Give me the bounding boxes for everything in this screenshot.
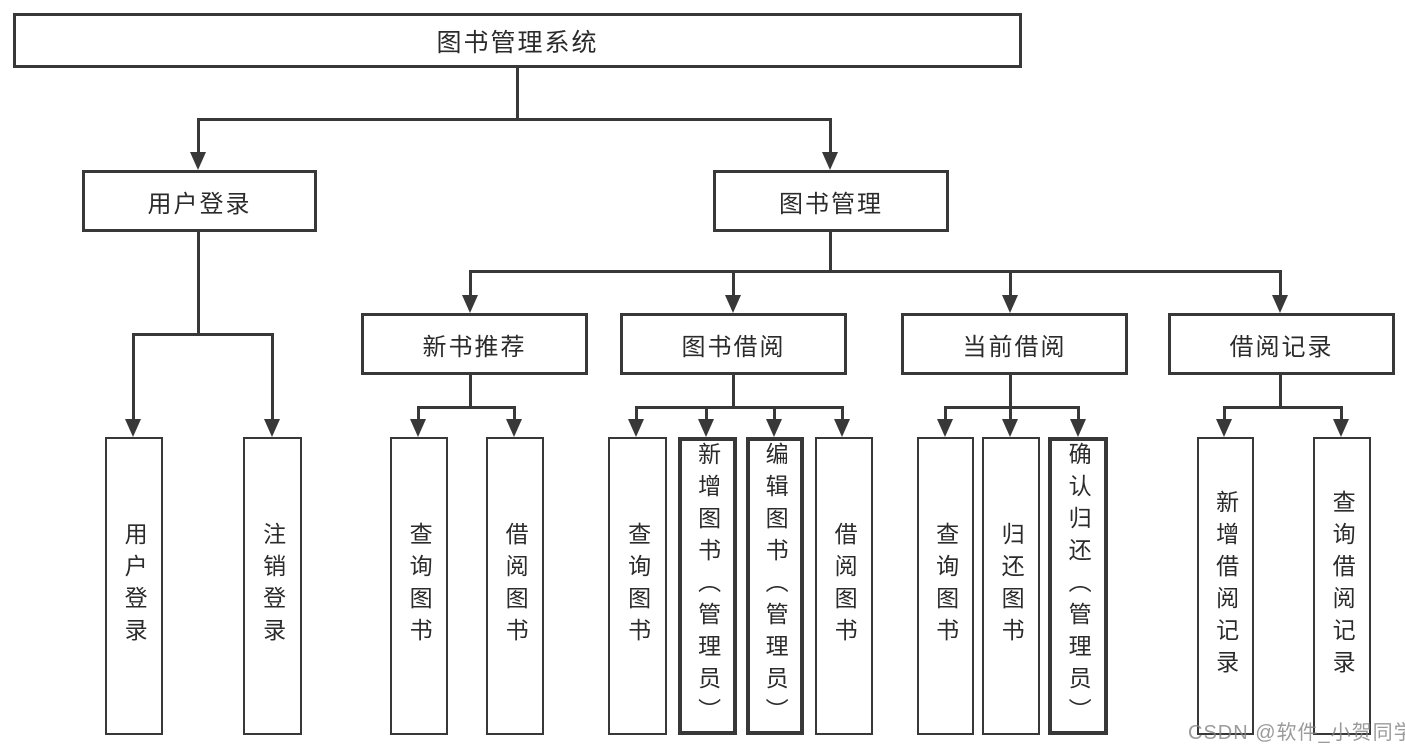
node-label: 编辑图书（管理员） bbox=[762, 442, 789, 730]
node-label: 用户登录 bbox=[121, 522, 148, 650]
node-label: 当前借阅 bbox=[962, 333, 1067, 361]
leaf-logout: 注销登录 bbox=[243, 437, 302, 735]
node-label: 借阅记录 bbox=[1229, 333, 1334, 361]
edge-arrowhead-icon bbox=[410, 419, 426, 437]
node-label: 图书管理 bbox=[779, 190, 883, 218]
leaf-query-book-3: 查询图书 bbox=[917, 437, 974, 735]
node-label: 新增借阅记录 bbox=[1212, 490, 1239, 682]
edge-line bbox=[197, 118, 832, 121]
node-label: 图书管理系统 bbox=[436, 28, 599, 57]
edge-arrowhead-icon bbox=[190, 152, 206, 170]
edge-line bbox=[1223, 406, 1226, 421]
node-label: 确认归还（管理员） bbox=[1065, 442, 1092, 730]
node-label: 借阅图书 bbox=[502, 522, 529, 650]
edge-line bbox=[417, 406, 420, 421]
edge-line bbox=[132, 333, 135, 420]
edge-arrowhead-icon bbox=[628, 419, 644, 437]
edge-arrowhead-icon bbox=[1333, 419, 1349, 437]
edge-line bbox=[829, 232, 832, 273]
edge-line bbox=[469, 375, 472, 409]
edge-arrowhead-icon bbox=[264, 419, 280, 437]
edge-line bbox=[705, 406, 708, 421]
leaf-user-login: 用户登录 bbox=[105, 437, 163, 735]
node-book-borrow: 图书借阅 bbox=[620, 313, 847, 375]
edge-line bbox=[513, 406, 516, 421]
edge-line bbox=[1009, 406, 1012, 421]
edge-arrowhead-icon bbox=[1002, 419, 1018, 437]
leaf-query-book-2: 查询图书 bbox=[608, 437, 667, 735]
edge-line bbox=[469, 270, 1282, 273]
node-current-borrow: 当前借阅 bbox=[901, 313, 1128, 375]
edge-line bbox=[829, 118, 832, 154]
edge-line bbox=[1279, 375, 1282, 409]
node-label: 借阅图书 bbox=[831, 522, 858, 650]
edge-arrowhead-icon bbox=[125, 419, 141, 437]
leaf-borrow-book-2: 借阅图书 bbox=[815, 437, 873, 735]
edge-line bbox=[732, 375, 735, 409]
edge-line bbox=[1223, 406, 1343, 409]
leaf-borrow-book-1: 借阅图书 bbox=[486, 437, 544, 735]
node-label: 用户登录 bbox=[147, 190, 252, 218]
node-label: 归还图书 bbox=[998, 522, 1025, 650]
edge-line bbox=[132, 333, 274, 336]
edge-arrowhead-icon bbox=[725, 295, 741, 313]
node-label: 查询图书 bbox=[932, 522, 959, 650]
edge-line bbox=[1009, 375, 1012, 409]
edge-line bbox=[1279, 270, 1282, 297]
edge-line bbox=[732, 270, 735, 297]
edge-arrowhead-icon bbox=[506, 419, 522, 437]
leaf-edit-book-admin: 编辑图书（管理员） bbox=[746, 437, 804, 735]
edge-arrowhead-icon bbox=[1002, 295, 1018, 313]
edge-line bbox=[773, 406, 776, 421]
node-label: 新书推荐 bbox=[422, 333, 527, 361]
edge-line bbox=[1077, 406, 1080, 421]
node-label: 查询图书 bbox=[406, 522, 433, 650]
edge-line bbox=[635, 406, 638, 421]
edge-line bbox=[197, 118, 200, 154]
edge-arrowhead-icon bbox=[834, 419, 850, 437]
node-label: 图书借阅 bbox=[681, 333, 786, 361]
edge-line bbox=[469, 270, 472, 297]
edge-arrowhead-icon bbox=[937, 419, 953, 437]
leaf-query-borrow-record: 查询借阅记录 bbox=[1313, 437, 1371, 735]
leaf-return-book: 归还图书 bbox=[982, 437, 1040, 735]
edge-arrowhead-icon bbox=[1272, 295, 1288, 313]
leaf-query-book-1: 查询图书 bbox=[390, 437, 448, 735]
node-label: 查询图书 bbox=[624, 522, 651, 650]
edge-arrowhead-icon bbox=[1070, 419, 1086, 437]
leaf-confirm-return-admin: 确认归还（管理员） bbox=[1048, 437, 1108, 735]
edge-arrowhead-icon bbox=[1216, 419, 1232, 437]
edge-line bbox=[417, 406, 516, 409]
edge-line bbox=[1340, 406, 1343, 421]
node-label: 注销登录 bbox=[259, 522, 286, 650]
node-new-book-recommend: 新书推荐 bbox=[361, 313, 588, 375]
edge-arrowhead-icon bbox=[698, 419, 714, 437]
edge-arrowhead-icon bbox=[462, 295, 478, 313]
node-user-login: 用户登录 bbox=[82, 170, 317, 232]
edge-line bbox=[197, 232, 200, 335]
node-label: 新增图书（管理员） bbox=[694, 442, 721, 730]
csdn-watermark: CSDN @软件_小贺同学 bbox=[1188, 722, 1405, 744]
edge-line bbox=[944, 406, 947, 421]
edge-arrowhead-icon bbox=[766, 419, 782, 437]
edge-line bbox=[635, 406, 843, 409]
edge-line bbox=[516, 68, 519, 120]
leaf-add-borrow-record: 新增借阅记录 bbox=[1197, 437, 1254, 735]
edge-line bbox=[841, 406, 844, 421]
node-root: 图书管理系统 bbox=[13, 13, 1022, 68]
node-label: 查询借阅记录 bbox=[1329, 490, 1356, 682]
leaf-add-book-admin: 新增图书（管理员） bbox=[678, 437, 737, 735]
edge-line bbox=[1009, 270, 1012, 297]
edge-line bbox=[271, 333, 274, 420]
node-borrow-record: 借阅记录 bbox=[1168, 313, 1395, 375]
edge-arrowhead-icon bbox=[822, 152, 838, 170]
node-book-management: 图书管理 bbox=[713, 170, 949, 232]
